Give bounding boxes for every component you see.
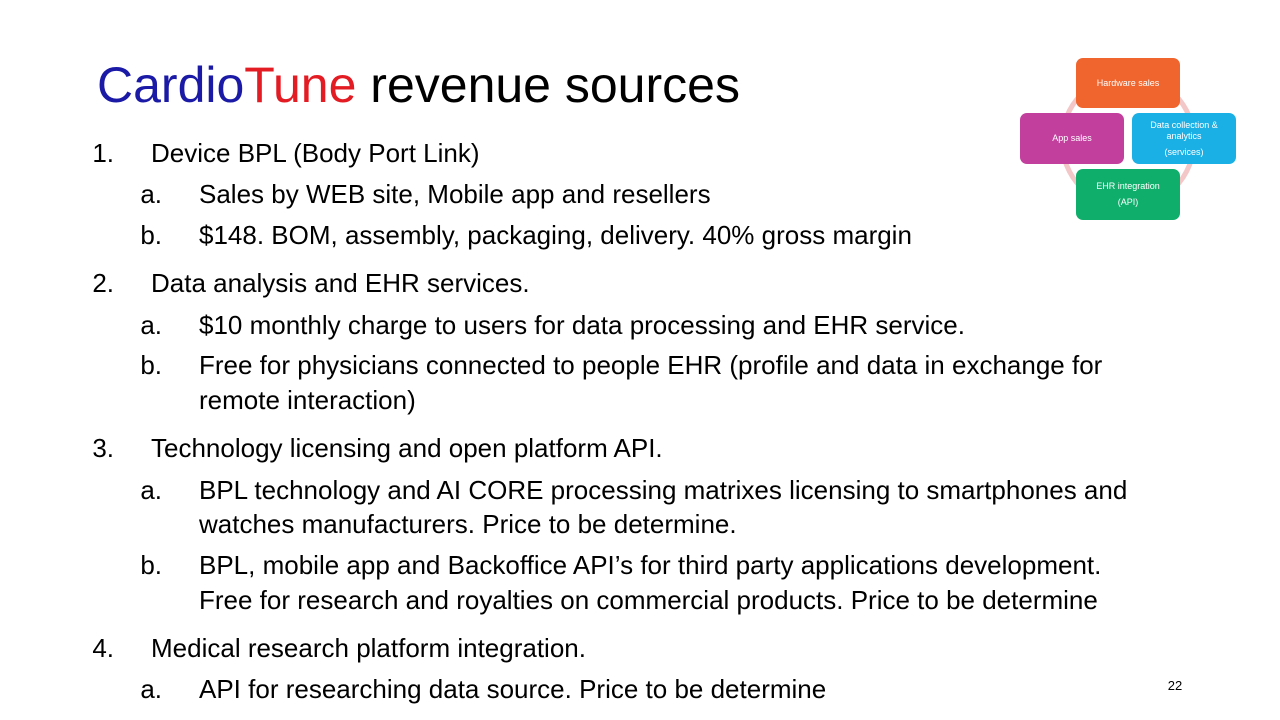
item-3a-text-line1: BPL technology and AI CORE processing ma… xyxy=(199,475,1128,505)
item-3-text: Technology licensing and open platform A… xyxy=(151,433,663,463)
app-sales-label: App sales xyxy=(1052,133,1092,143)
item-2b-text-line2: remote interaction) xyxy=(199,385,416,415)
slide-title: CardioTune revenue sources xyxy=(97,52,740,118)
item-1-number: 1. xyxy=(92,138,114,168)
item-2-text: Data analysis and EHR services. xyxy=(151,268,530,298)
item-2a-letter: a. xyxy=(140,310,162,340)
item-4-text: Medical research platform integration. xyxy=(151,633,586,663)
data-collection-label-line3: (services) xyxy=(1164,146,1204,157)
item-1-text: Device BPL (Body Port Link) xyxy=(151,138,480,168)
item-1a-letter: a. xyxy=(140,179,162,209)
item-1b-text: $148. BOM, assembly, packaging, delivery… xyxy=(199,220,912,250)
item-1a-text: Sales by WEB site, Mobile app and resell… xyxy=(199,179,711,209)
title-brand-cardio: Cardio xyxy=(97,57,245,113)
item-2a-text: $10 monthly charge to users for data pro… xyxy=(199,310,965,340)
item-3b-letter: b. xyxy=(140,550,162,580)
item-3a-letter: a. xyxy=(140,475,162,505)
item-3b-text-line2: Free for research and royalties on comme… xyxy=(199,585,1098,615)
data-collection-label-line1: Data collection & xyxy=(1150,119,1218,130)
app-sales-box: App sales xyxy=(1020,113,1124,164)
revenue-cycle-diagram: Hardware sales App sales Data collection… xyxy=(1018,56,1238,222)
ehr-integration-box: EHR integration (API) xyxy=(1076,169,1180,220)
page-number: 22 xyxy=(1167,678,1183,693)
item-2-number: 2. xyxy=(92,268,114,298)
item-1b-letter: b. xyxy=(140,220,162,250)
item-4a-text: API for researching data source. Price t… xyxy=(199,674,827,704)
item-3-number: 3. xyxy=(92,433,114,463)
item-4-number: 4. xyxy=(92,633,114,663)
data-collection-box: Data collection & analytics (services) xyxy=(1132,113,1236,164)
title-brand-tune: Tune xyxy=(244,57,357,113)
item-3b-text-line1: BPL, mobile app and Backoffice API’s for… xyxy=(199,550,1102,580)
item-4a-letter: a. xyxy=(140,674,162,704)
ehr-integration-label-line2: (API) xyxy=(1117,197,1139,207)
title-rest: revenue sources xyxy=(356,57,740,113)
hardware-sales-box: Hardware sales xyxy=(1076,58,1180,108)
ehr-integration-label-line1: EHR integration xyxy=(1096,181,1160,191)
item-2b-letter: b. xyxy=(140,350,162,380)
data-collection-label-line2: analytics xyxy=(1166,130,1202,141)
item-3a-text-line2: watches manufacturers. Price to be deter… xyxy=(199,509,737,539)
hardware-sales-label: Hardware sales xyxy=(1096,77,1160,88)
item-2b-text-line1: Free for physicians connected to people … xyxy=(199,350,1103,380)
